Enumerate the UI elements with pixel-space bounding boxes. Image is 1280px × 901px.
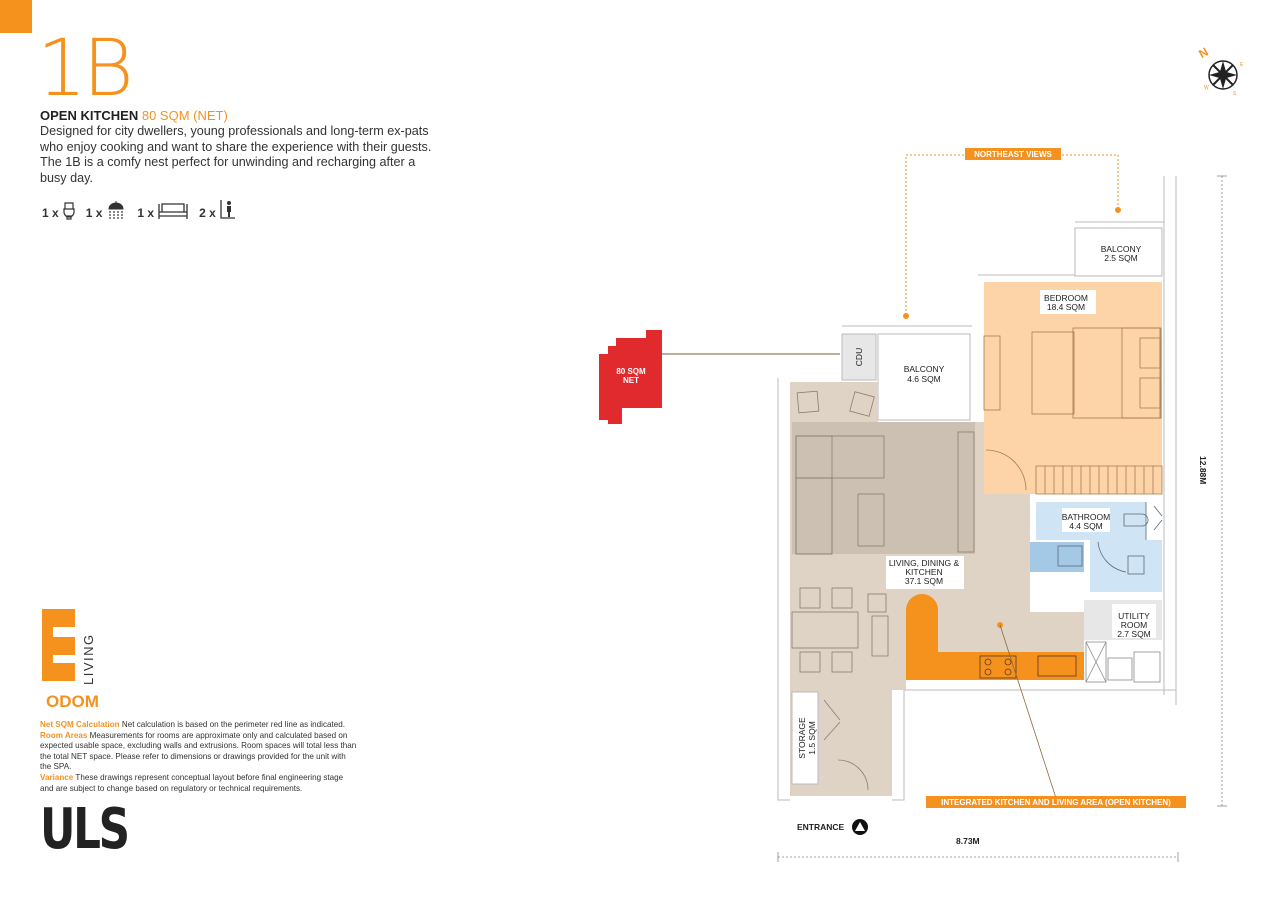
net-area-badge: 80 SQM NET — [599, 330, 840, 424]
bed-icon — [158, 203, 188, 219]
height-dimension: 12.88M — [1198, 456, 1208, 484]
northeast-views-callout: NORTHEAST VIEWS — [903, 148, 1121, 319]
feature-bed: 1 x — [137, 202, 189, 220]
svg-text:E: E — [1240, 62, 1244, 68]
unit-area-label: 80 SQM (NET) — [141, 108, 228, 123]
svg-text:S: S — [1233, 91, 1237, 97]
utility-name-line2: ROOM — [1121, 620, 1147, 630]
entrance-label: ENTRANCE — [797, 822, 845, 832]
bathroom-name: BATHROOM — [1062, 512, 1110, 522]
feature-count: 2 x — [199, 206, 216, 220]
feature-list: 1 x 1 x 1 x 2 x — [42, 198, 237, 220]
notes-block: Net SQM Calculation Net calculation is b… — [40, 720, 358, 794]
note-text: These drawings represent conceptual layo… — [40, 772, 344, 793]
balcony-top-name: BALCONY — [1101, 244, 1142, 254]
note-key: Room Areas — [40, 730, 88, 740]
note-item: Room Areas Measurements for rooms are ap… — [40, 731, 358, 773]
unit-description: Designed for city dwellers, young profes… — [40, 124, 432, 185]
svg-text:N: N — [1196, 45, 1211, 61]
balcony-left-area: 4.6 SQM — [907, 374, 941, 384]
note-item: Variance These drawings represent concep… — [40, 773, 358, 794]
uls-logo: ULS — [40, 797, 130, 862]
bedroom-name: BEDROOM — [1044, 293, 1088, 303]
cdu-label: CDU — [854, 348, 864, 366]
note-key: Net SQM Calculation — [40, 720, 120, 729]
living-name-line1: LIVING, DINING & — [889, 558, 960, 568]
feature-count: 1 x — [42, 206, 59, 220]
storage-area: 1.5 SQM — [807, 721, 817, 755]
bathroom-area: 4.4 SQM — [1069, 521, 1103, 531]
balcony-left-name: BALCONY — [904, 364, 945, 374]
feature-count: 1 x — [85, 206, 103, 220]
unit-code: 1B — [37, 24, 134, 114]
utility-name-line1: UTILITY — [1118, 611, 1150, 621]
odom-logo-text: ODOM — [46, 692, 99, 711]
northeast-views-label: NORTHEAST VIEWS — [974, 150, 1052, 159]
note-item: Net SQM Calculation Net calculation is b… — [40, 720, 358, 731]
utility-area: 2.7 SQM — [1117, 629, 1151, 639]
toilet-icon — [63, 202, 75, 220]
svg-text:W: W — [1204, 85, 1209, 91]
unit-type-label: OPEN KITCHEN — [40, 108, 139, 123]
bedroom-area-label: 18.4 SQM — [1047, 302, 1085, 312]
net-badge-line1: 80 SQM — [616, 367, 646, 376]
note-text: Measurements for rooms are approximate o… — [40, 730, 357, 772]
compass-icon: N E W S — [1196, 45, 1244, 97]
note-key: Variance — [40, 772, 74, 782]
net-badge-line2: NET — [623, 376, 639, 385]
unit-type-line: OPEN KITCHEN 80 SQM (NET) — [40, 108, 228, 124]
storage-name: STORAGE — [797, 717, 807, 759]
shower-icon — [108, 201, 124, 219]
kitchen-counter — [906, 594, 1084, 680]
feature-count: 1 x — [137, 206, 155, 220]
living-name-line2: KITCHEN — [905, 567, 942, 577]
person-icon — [220, 200, 235, 219]
feature-shower: 1 x — [86, 200, 128, 220]
balcony-top-area: 2.5 SQM — [1104, 253, 1138, 263]
corner-accent-block — [0, 0, 32, 33]
living-area-label: 37.1 SQM — [905, 576, 943, 586]
odom-living-logo: ODOM LIVING — [42, 609, 99, 711]
integrated-kitchen-label: INTEGRATED KITCHEN AND LIVING AREA (OPEN… — [941, 798, 1171, 807]
living-logo-text: LIVING — [81, 633, 96, 685]
note-text: Net calculation is based on the perimete… — [121, 720, 346, 729]
width-dimension: 8.73M — [956, 836, 980, 846]
feature-toilet: 1 x — [42, 202, 76, 220]
feature-person: 2 x — [199, 198, 237, 220]
